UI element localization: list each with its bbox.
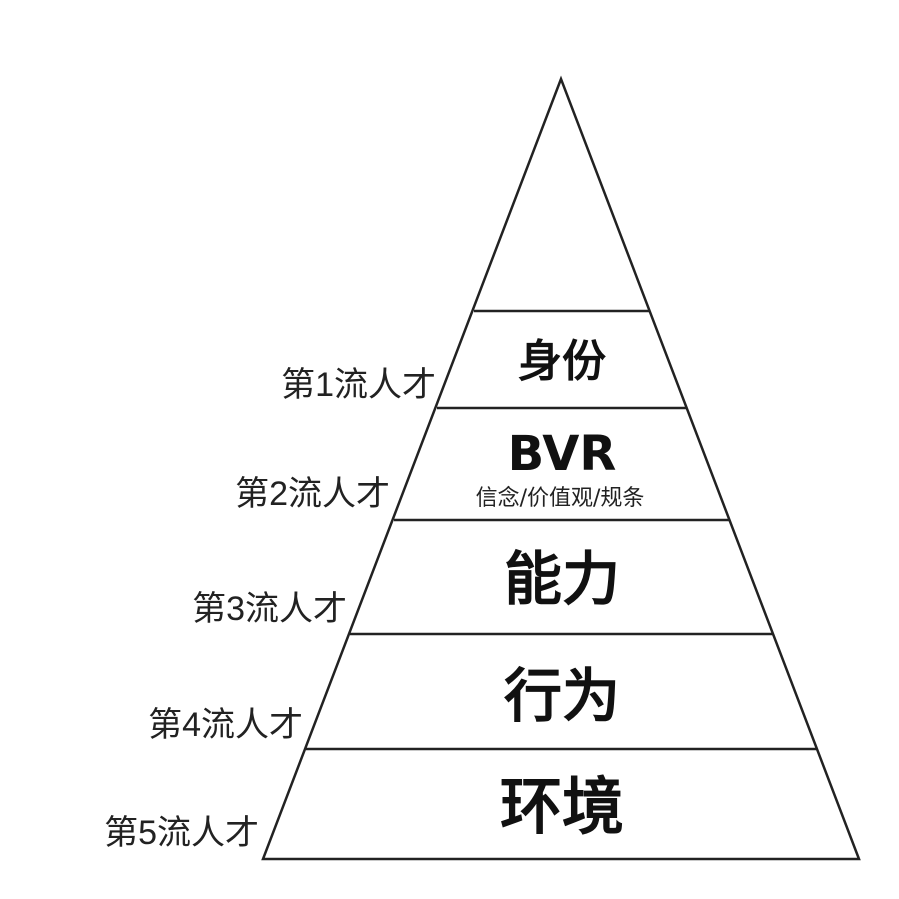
tier-ability-label: 能力 [504,545,620,613]
tier-identity-label: 身份 [518,336,606,387]
side-label-rank-1: 第1流人才 [281,366,436,404]
side-label-rank-2: 第2流人才 [235,475,390,513]
side-label-rank-3: 第3流人才 [192,590,347,628]
tier-environment-label: 环境 [500,770,624,843]
tier-bvr-label: BVR [508,426,617,482]
tier-behavior-label: 行为 [504,662,620,730]
tier-bvr-sublabel: 信念/价值观/规条 [476,486,645,511]
pyramid-outline [261,75,861,861]
side-label-rank-4: 第4流人才 [148,706,303,744]
side-label-rank-5: 第5流人才 [104,814,259,852]
